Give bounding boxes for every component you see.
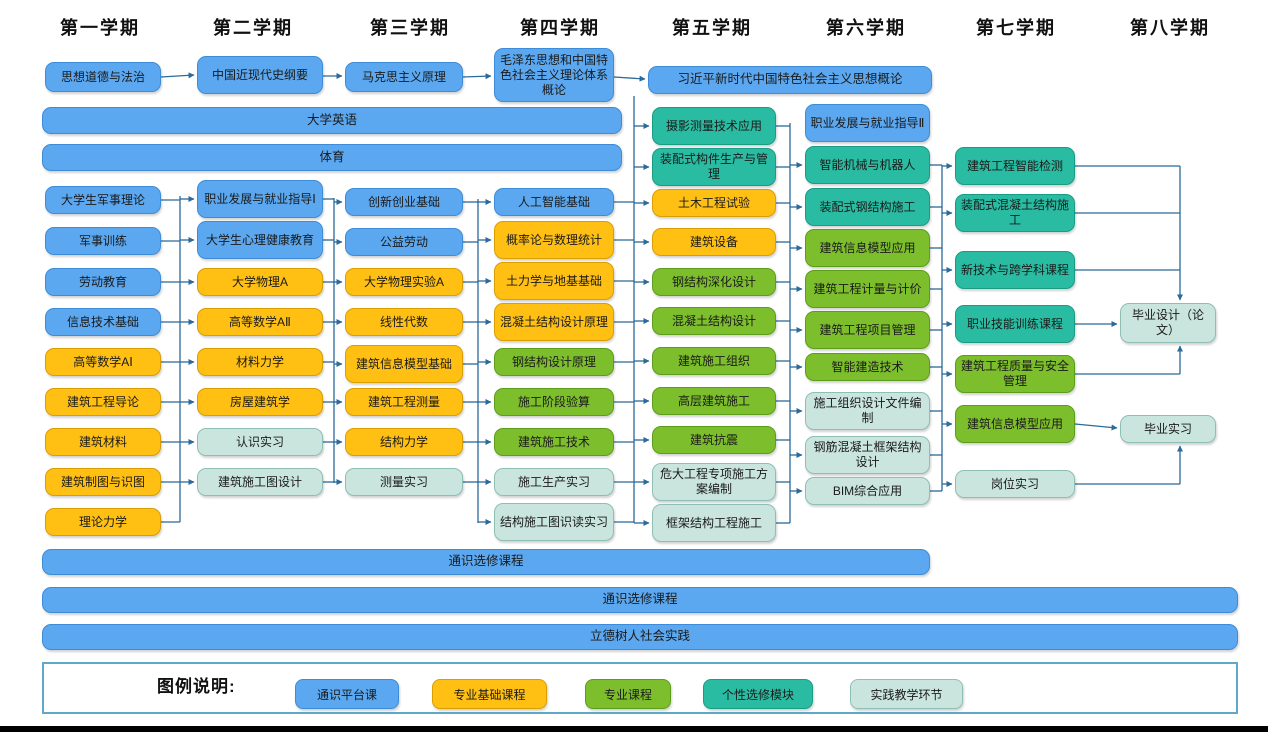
course-node: 结构施工图识读实习 <box>494 503 614 541</box>
semester-header: 第六学期 <box>826 18 906 38</box>
course-node: 毕业设计（论文） <box>1120 303 1216 343</box>
course-node: 习近平新时代中国特色社会主义思想概论 <box>648 66 932 94</box>
course-node: 测量实习 <box>345 468 463 496</box>
course-node: 装配式构件生产与管理 <box>652 148 776 186</box>
course-node: 危大工程专项施工方案编制 <box>652 463 776 501</box>
course-node: 创新创业基础 <box>345 188 463 216</box>
legend-item: 专业基础课程 <box>432 679 547 709</box>
course-node: 土木工程试验 <box>652 189 776 217</box>
course-node: 摄影测量技术应用 <box>652 107 776 145</box>
course-node: 建筑施工图设计 <box>197 468 323 496</box>
course-node: 施工阶段验算 <box>494 388 614 416</box>
course-node: 大学英语 <box>42 107 622 134</box>
course-node: 钢筋混凝土框架结构设计 <box>805 436 930 474</box>
course-node: 军事训练 <box>45 227 161 255</box>
legend-item: 通识平台课 <box>295 679 399 709</box>
course-node: 概率论与数理统计 <box>494 221 614 259</box>
course-node: 钢结构深化设计 <box>652 268 776 296</box>
course-node: 通识选修课程 <box>42 549 930 575</box>
legend-title: 图例说明: <box>157 677 236 696</box>
course-node: 建筑设备 <box>652 228 776 256</box>
course-node: 房屋建筑学 <box>197 388 323 416</box>
course-node: 建筑工程项目管理 <box>805 311 930 349</box>
semester-header: 第七学期 <box>976 18 1056 38</box>
course-node: 大学生军事理论 <box>45 186 161 214</box>
semester-header: 第五学期 <box>672 18 752 38</box>
course-node: 线性代数 <box>345 308 463 336</box>
semester-header: 第八学期 <box>1130 18 1210 38</box>
course-node: 建筑施工技术 <box>494 428 614 456</box>
course-node: 建筑工程测量 <box>345 388 463 416</box>
course-node: 结构力学 <box>345 428 463 456</box>
course-node: 高层建筑施工 <box>652 387 776 415</box>
semester-header: 第四学期 <box>520 18 600 38</box>
course-node: 材料力学 <box>197 348 323 376</box>
course-node: 体育 <box>42 144 622 171</box>
course-node: 职业技能训练课程 <box>955 305 1075 343</box>
course-node: 建筑工程质量与安全管理 <box>955 355 1075 393</box>
course-node: 建筑信息模型应用 <box>805 229 930 267</box>
course-node: 人工智能基础 <box>494 188 614 216</box>
legend-item: 个性选修模块 <box>703 679 813 709</box>
course-node: 职业发展与就业指导Ⅱ <box>805 104 930 142</box>
course-node: 岗位实习 <box>955 470 1075 498</box>
legend-item: 专业课程 <box>585 679 671 709</box>
course-node: 装配式钢结构施工 <box>805 188 930 226</box>
course-node: 建筑工程计量与计价 <box>805 270 930 308</box>
course-node: 建筑信息模型基础 <box>345 345 463 383</box>
course-node: 大学物理A <box>197 268 323 296</box>
course-node: 大学生心理健康教育 <box>197 221 323 259</box>
semester-header: 第二学期 <box>213 18 293 38</box>
course-node: 高等数学AⅡ <box>197 308 323 336</box>
connector-line <box>613 75 646 82</box>
course-node: 施工生产实习 <box>494 468 614 496</box>
course-node: 毕业实习 <box>1120 415 1216 443</box>
course-node: 装配式混凝土结构施工 <box>955 194 1075 232</box>
course-node: 钢结构设计原理 <box>494 348 614 376</box>
course-node: 大学物理实验A <box>345 268 463 296</box>
course-node: 建筑制图与识图 <box>45 468 161 496</box>
course-node: 通识选修课程 <box>42 587 1238 613</box>
course-node: 土力学与地基基础 <box>494 262 614 300</box>
course-node: 智能建造技术 <box>805 353 930 381</box>
course-node: 思想道德与法治 <box>45 62 161 92</box>
course-node: 毛泽东思想和中国特色社会主义理论体系概论 <box>494 48 614 102</box>
course-node: 立德树人社会实践 <box>42 624 1238 650</box>
connector-line <box>1074 423 1118 431</box>
course-node: 马克思主义原理 <box>345 62 463 92</box>
course-node: 建筑材料 <box>45 428 161 456</box>
course-node: 认识实习 <box>197 428 323 456</box>
course-node: 建筑工程导论 <box>45 388 161 416</box>
bottom-border-bar <box>0 726 1268 732</box>
course-node: 建筑信息模型应用 <box>955 405 1075 443</box>
course-node: 混凝土结构设计原理 <box>494 303 614 341</box>
course-node: 新技术与跨学科课程 <box>955 251 1075 289</box>
course-node: 建筑抗震 <box>652 426 776 454</box>
course-node: 公益劳动 <box>345 228 463 256</box>
course-node: 建筑施工组织 <box>652 347 776 375</box>
course-node: 劳动教育 <box>45 268 161 296</box>
course-node: 智能机械与机器人 <box>805 146 930 184</box>
legend-item: 实践教学环节 <box>850 679 963 709</box>
course-node: 框架结构工程施工 <box>652 504 776 542</box>
course-node: 施工组织设计文件编制 <box>805 392 930 430</box>
semester-header: 第三学期 <box>370 18 450 38</box>
course-node: 中国近现代史纲要 <box>197 56 323 94</box>
course-node: 高等数学AⅠ <box>45 348 161 376</box>
course-node: 建筑工程智能检测 <box>955 147 1075 185</box>
course-node: BIM综合应用 <box>805 477 930 505</box>
course-node: 职业发展与就业指导Ⅰ <box>197 180 323 218</box>
legend-box: 图例说明: 通识平台课 专业基础课程 专业课程 个性选修模块 实践教学环节 <box>42 662 1238 714</box>
connector-line <box>462 73 492 80</box>
course-node: 混凝土结构设计 <box>652 307 776 335</box>
course-node: 信息技术基础 <box>45 308 161 336</box>
connector-line <box>160 72 195 79</box>
semester-header: 第一学期 <box>60 18 140 38</box>
course-node: 理论力学 <box>45 508 161 536</box>
